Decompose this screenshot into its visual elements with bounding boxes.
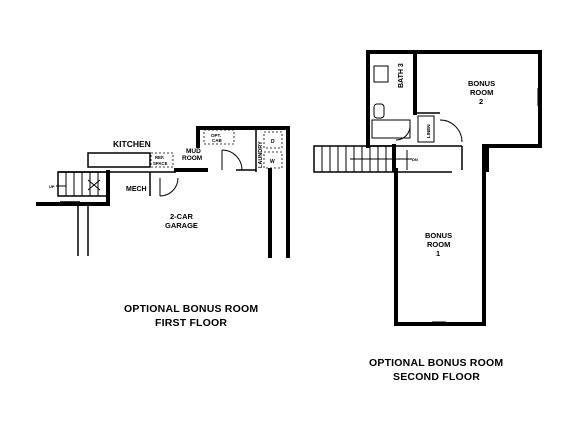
ref-space-label-1: REF.: [155, 155, 164, 160]
linen-label: LINEN: [426, 125, 431, 139]
garage-label-1: 2-CAR: [170, 212, 194, 221]
bonus1-label-3: 1: [436, 249, 440, 258]
first-floor-caption-2: FIRST FLOOR: [155, 317, 227, 329]
stair-up-treads: [65, 172, 101, 196]
second-floor-caption-2: SECOND FLOOR: [393, 371, 480, 383]
mud-door-swing: [221, 149, 243, 171]
second-floor-caption-1: OPTIONAL BONUS ROOM: [369, 357, 503, 369]
bonus1-label-1: BONUS: [425, 231, 452, 240]
bonus2-door-swing: [439, 119, 463, 143]
bath-tub: [371, 119, 411, 139]
stair-up-outline: [57, 171, 109, 197]
ref-space-label-2: SPACE: [153, 161, 168, 166]
mud-room-label-1: MUD: [186, 148, 201, 155]
washer-label: W: [270, 159, 275, 165]
garage-label-2: GARAGE: [165, 221, 198, 230]
laundry-label: LAUNDRY: [258, 141, 264, 168]
second-floor-plan: [313, 50, 542, 326]
mech-door-swing: [159, 177, 179, 197]
bonus2-label-3: 2: [479, 97, 483, 106]
dryer-box: [263, 131, 283, 149]
opt-cab-label-2: CAB: [212, 138, 222, 143]
dryer-label: D: [271, 139, 275, 145]
opt-cab-box: [203, 129, 235, 145]
kitchen-counter: [87, 152, 151, 168]
linen-closet: [417, 115, 435, 143]
mud-room-label-2: ROOM: [182, 155, 202, 162]
bonus1-label-2: ROOM: [427, 240, 450, 249]
bath-label: BATH 3: [398, 63, 405, 88]
stair-up-label: UP: [49, 184, 55, 189]
ref-space-box: [150, 152, 174, 168]
stair-dn-label: DN: [412, 157, 418, 162]
opt-cab-label-1: OPT.: [211, 133, 221, 138]
bath-toilet: [373, 103, 385, 119]
bonus2-label-2: ROOM: [470, 88, 493, 97]
first-floor-plan: [36, 126, 290, 258]
bonus2-label-1: BONUS: [468, 79, 495, 88]
bath-door-swing: [395, 125, 411, 141]
washer-box: [263, 151, 283, 169]
first-floor-caption-1: OPTIONAL BONUS ROOM: [124, 303, 258, 315]
kitchen-label: KITCHEN: [113, 139, 151, 149]
mech-label: MECH: [126, 186, 147, 193]
bath-vanity: [373, 65, 389, 83]
